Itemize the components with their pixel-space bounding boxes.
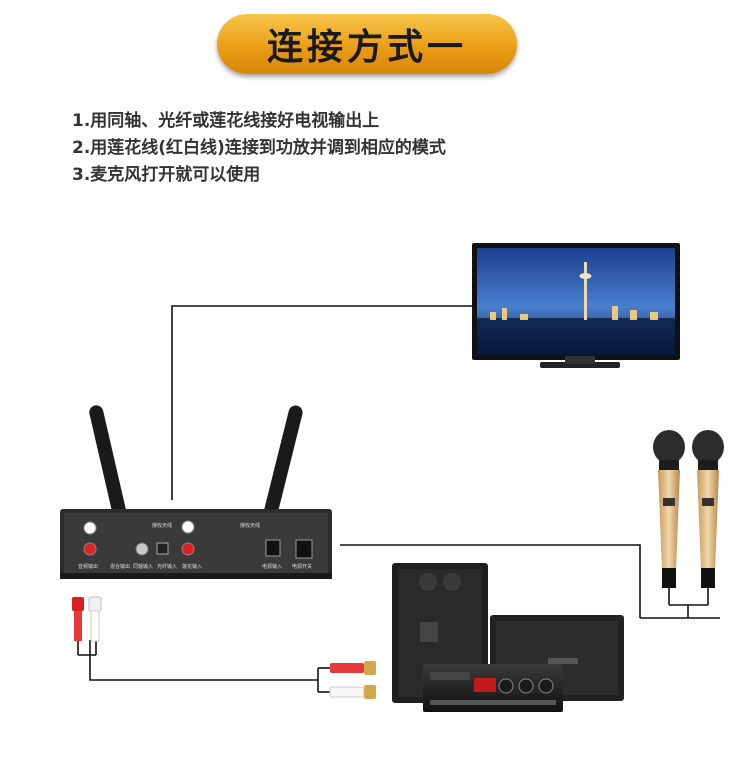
rca-jacks bbox=[83, 520, 195, 556]
microphone-right bbox=[692, 430, 724, 588]
mix-out-label: 混合输出 bbox=[110, 563, 130, 570]
title-banner: 连接方式一 bbox=[217, 14, 517, 74]
antenna-left bbox=[89, 405, 127, 521]
rca-plugs-amplifier bbox=[329, 661, 376, 699]
instruction-step-3: 3.麦克风打开就可以使用 bbox=[72, 165, 261, 185]
rca-plugs-receiver bbox=[72, 596, 102, 642]
instruction-step-2: 2.用莲花线(红白线)连接到功放并调到相应的模式 bbox=[72, 138, 446, 158]
amplifier bbox=[423, 664, 563, 712]
power-in-label: 电源输入 bbox=[262, 563, 282, 570]
rca-cable bbox=[89, 640, 318, 681]
mic-cable bbox=[340, 544, 641, 618]
instruction-list: 1.用同轴、光纤或莲花线接好电视输出上 2.用莲花线(红白线)连接到功放并调到相… bbox=[72, 108, 446, 189]
connection-lines bbox=[77, 305, 720, 693]
audio-out-label: 音频输出 bbox=[78, 563, 98, 570]
page-title: 连接方式一 bbox=[266, 27, 467, 68]
antenna-a-label: 接收天线 bbox=[152, 522, 172, 529]
television bbox=[472, 243, 680, 368]
lotus-in-label: 莲花输入 bbox=[182, 563, 202, 570]
wireless-receiver: 接收天线 接收天线 音频输出 混合输出 同轴输入 光纤输入 莲花输入 电源输入 … bbox=[60, 405, 332, 579]
optical-in-label: 光纤输入 bbox=[157, 563, 177, 570]
antenna-b-label: 接收天线 bbox=[240, 522, 260, 529]
coax-in-label: 同轴输入 bbox=[133, 563, 153, 570]
microphone-left bbox=[653, 430, 685, 588]
antenna-right bbox=[263, 405, 303, 521]
instruction-step-1: 1.用同轴、光纤或莲花线接好电视输出上 bbox=[72, 111, 380, 131]
power-switch-label: 电源开关 bbox=[292, 563, 312, 570]
tv-cable bbox=[171, 305, 472, 500]
